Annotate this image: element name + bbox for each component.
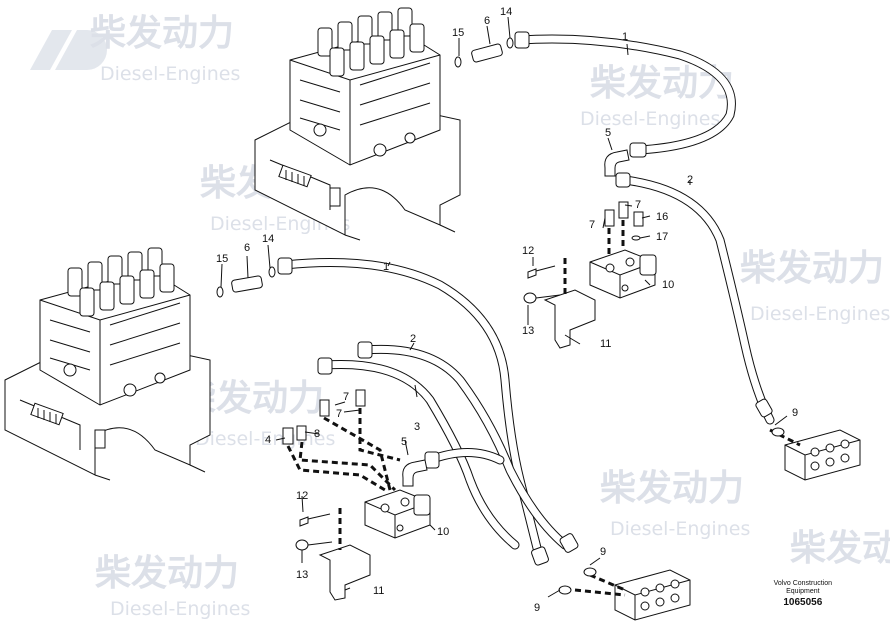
callout-11-upper: 11 bbox=[600, 338, 611, 350]
callout-9-upper: 9 bbox=[792, 407, 798, 419]
callout-13-upper: 13 bbox=[522, 325, 534, 337]
callout-5-lower: 5 bbox=[401, 436, 407, 448]
watermark-en: Diesel-Engines bbox=[580, 108, 720, 130]
callout-1-lower: 1 bbox=[383, 261, 389, 273]
watermark-cn: 柴发动力 bbox=[95, 553, 239, 594]
footer-company: Volvo Construction bbox=[773, 580, 832, 587]
callout-8-lower: 8 bbox=[314, 428, 320, 440]
callout-15-upper: 15 bbox=[452, 27, 464, 39]
callout-1-upper: 1 bbox=[622, 31, 628, 43]
watermark-cn: 柴发动力 bbox=[90, 13, 234, 54]
watermark-en: Diesel-Engines bbox=[610, 518, 750, 540]
callout-7-lower-b: 7 bbox=[336, 408, 342, 420]
callout-9-lower: 9 bbox=[600, 546, 606, 558]
callout-6-upper: 6 bbox=[484, 15, 490, 27]
watermark-cn: 柴发动力 bbox=[740, 248, 884, 289]
watermark-en: Diesel-Engines bbox=[100, 63, 240, 85]
lower-valve-assembly bbox=[4, 247, 211, 481]
callout-10-upper: 10 bbox=[662, 279, 674, 291]
callouts-upper: 1 2 5 6 7 7 9 10 11 12 13 14 15 16 17 bbox=[452, 6, 798, 419]
lower-connector-plate bbox=[558, 567, 691, 621]
callout-9-lower-b: 9 bbox=[534, 602, 540, 614]
upper-connector-plate bbox=[769, 427, 861, 481]
watermark-cn: 柴发动力 bbox=[600, 468, 744, 509]
callout-3-lower: 3 bbox=[414, 421, 420, 433]
callout-7-lower: 7 bbox=[343, 391, 349, 403]
watermark-logo-icon bbox=[30, 30, 107, 70]
watermark-en: Diesel-Engines bbox=[750, 303, 890, 325]
callout-4-lower: 4 bbox=[265, 434, 271, 446]
drawing-number: 1065056 bbox=[783, 597, 823, 608]
valve-spools bbox=[67, 247, 175, 317]
drawing-footer: Volvo Construction Equipment 1065056 bbox=[774, 580, 832, 609]
callout-11-lower: 11 bbox=[373, 585, 384, 597]
callout-16-upper: 16 bbox=[656, 211, 668, 223]
callout-12-upper: 12 bbox=[522, 245, 534, 257]
lower-block-10 bbox=[364, 489, 431, 539]
callout-17-upper: 17 bbox=[656, 231, 668, 243]
callout-2-lower: 2 bbox=[410, 333, 416, 345]
callout-12-lower: 12 bbox=[296, 490, 308, 502]
callout-2-upper: 2 bbox=[687, 174, 693, 186]
upper-block-10 bbox=[589, 249, 657, 299]
callout-6-lower: 6 bbox=[244, 242, 250, 254]
footer-company-sub: Equipment bbox=[786, 588, 820, 595]
watermark-cn: 柴发动力 bbox=[790, 528, 890, 569]
callouts-lower: 1 2 3 4 5 6 7 7 8 9 9 10 11 12 13 14 15 bbox=[216, 233, 606, 614]
callout-13-lower: 13 bbox=[296, 569, 308, 581]
callout-7-upper: 7 bbox=[635, 199, 641, 211]
callout-7-upper-b: 7 bbox=[589, 219, 595, 231]
watermark-en: Diesel-Engines bbox=[110, 598, 250, 620]
callout-15-lower: 15 bbox=[216, 253, 228, 265]
valve-spools bbox=[317, 7, 425, 77]
callout-5-upper: 5 bbox=[605, 127, 611, 139]
leader-lines bbox=[220, 16, 788, 598]
callout-14-lower: 14 bbox=[262, 233, 274, 245]
callout-10-lower: 10 bbox=[437, 526, 449, 538]
upper-valve-assembly bbox=[254, 7, 461, 241]
callout-14-upper: 14 bbox=[500, 6, 512, 18]
upper-fittings bbox=[454, 37, 514, 68]
